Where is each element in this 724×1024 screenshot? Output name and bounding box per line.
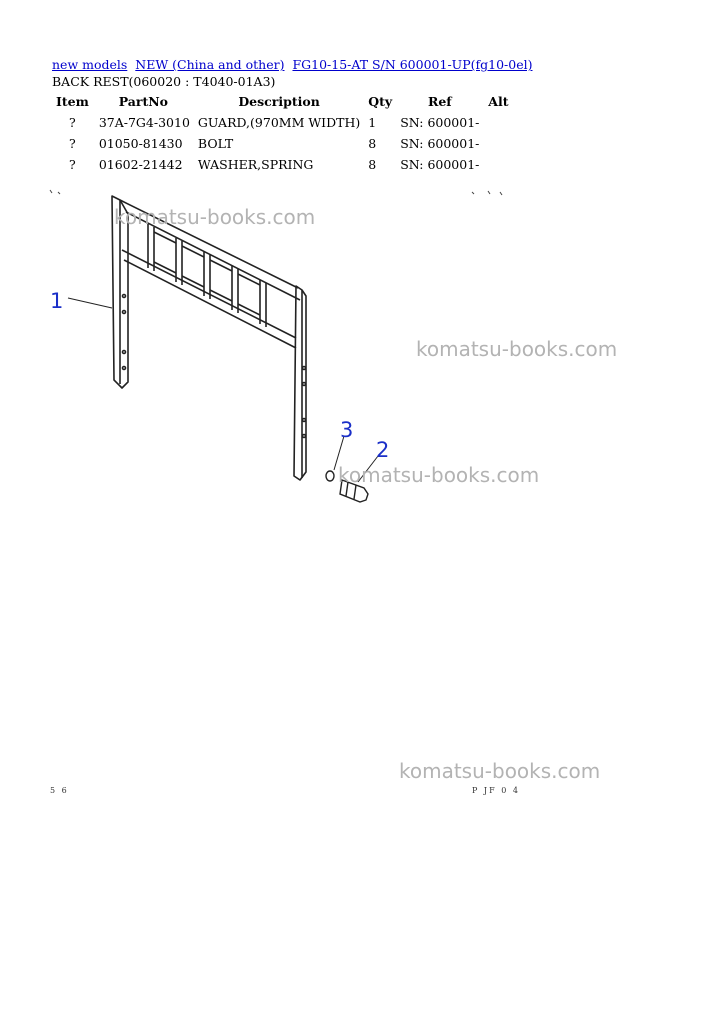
cell-qty: 8	[368, 157, 377, 172]
watermark-2: komatsu-books.com	[416, 337, 618, 361]
cell-description: BOLT	[197, 136, 234, 151]
cell-partno: 37A-7G4-3010	[98, 115, 190, 130]
cell-partno: 01602-21442	[98, 157, 183, 172]
cell-item: ?	[69, 157, 76, 172]
header-qty: Qty	[368, 94, 393, 109]
cell-item: ?	[69, 136, 76, 151]
cell-ref: SN: 600001-	[400, 115, 480, 130]
table-row: ? 01050-81430 BOLT 8 SN: 600001-	[52, 134, 513, 155]
parts-diagram	[49, 189, 503, 503]
frame-corner-marks	[49, 189, 503, 196]
breadcrumb-link-model[interactable]: FG10-15-AT S/N 600001-UP(fg10-0el)	[292, 57, 533, 72]
table-row: ? 37A-7G4-3010 GUARD,(970MM WIDTH) 1 SN:…	[52, 113, 513, 134]
guard-drawing	[111, 195, 307, 481]
callout-2: 2	[376, 438, 390, 462]
cell-description: GUARD,(970MM WIDTH)	[197, 115, 361, 130]
cell-ref: SN: 600001-	[400, 136, 480, 151]
watermark-4: komatsu-books.com	[399, 759, 601, 783]
cell-item: ?	[69, 115, 76, 130]
hardware-drawing	[325, 470, 369, 503]
header-item: Item	[56, 94, 89, 109]
cell-description: WASHER,SPRING	[197, 157, 314, 172]
corner-text-bottom-right: P JF 0 4	[472, 786, 520, 795]
header-alt: Alt	[488, 94, 509, 109]
watermark-1: komatsu-books.com	[114, 205, 316, 229]
cell-qty: 8	[368, 136, 377, 151]
corner-text-bottom-left: 5 6	[50, 786, 69, 795]
header-description: Description	[238, 94, 320, 109]
section-title: BACK REST(060020 : T4040-01A3)	[52, 74, 276, 89]
parts-table: Item PartNo Description Qty Ref Alt ? 37…	[52, 92, 513, 176]
cell-partno: 01050-81430	[98, 136, 183, 151]
header-ref: Ref	[427, 94, 452, 109]
cell-ref: SN: 600001-	[400, 157, 480, 172]
breadcrumb-link-new-models[interactable]: new models	[52, 57, 128, 72]
leader-lines	[67, 297, 379, 483]
table-row: ? 01602-21442 WASHER,SPRING 8 SN: 600001…	[52, 155, 513, 176]
watermark-3: komatsu-books.com	[338, 463, 540, 487]
table-header-row: Item PartNo Description Qty Ref Alt	[52, 92, 513, 113]
header-partno: PartNo	[118, 94, 168, 109]
callout-3: 3	[340, 418, 354, 442]
breadcrumb: new models NEW (China and other) FG10-15…	[52, 57, 536, 72]
cell-alt	[483, 134, 513, 155]
breadcrumb-link-region[interactable]: NEW (China and other)	[135, 57, 285, 72]
cell-alt	[483, 113, 513, 134]
cell-qty: 1	[368, 115, 377, 130]
cell-alt	[483, 155, 513, 176]
callout-1: 1	[50, 289, 64, 313]
